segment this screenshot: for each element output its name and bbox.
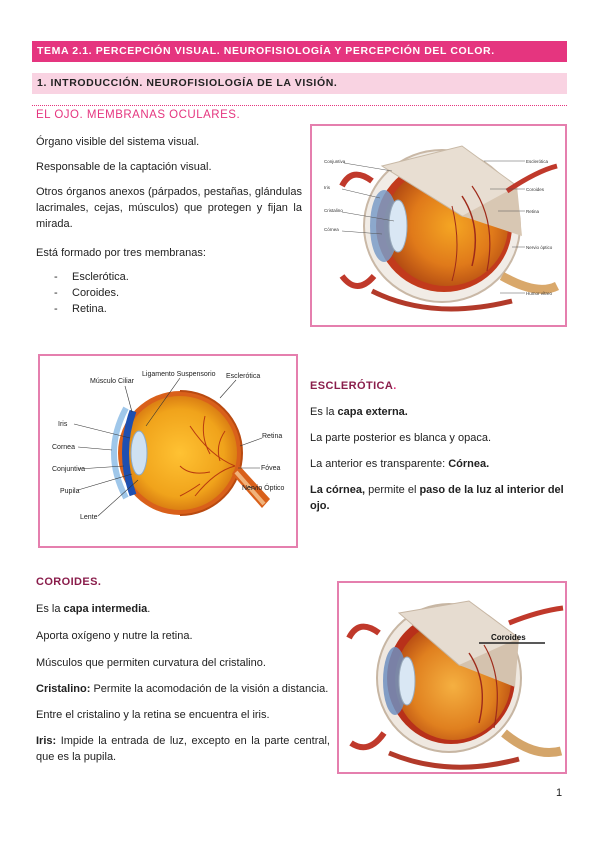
membrane-list-item: - Retina.	[54, 301, 254, 317]
esclerotica-heading-dot: .	[393, 380, 397, 392]
membrane-label: Coroides.	[72, 287, 120, 299]
coroides-heading: COROIDES.	[36, 576, 102, 588]
membrane-list-item: - Esclerótica.	[54, 269, 254, 285]
diagram2-label-conjuntiva: Conjuntiva	[52, 466, 85, 473]
bold-text: capa intermedia	[63, 603, 148, 615]
bold-text: Cristalino:	[36, 683, 91, 695]
diagram1-label: Córnea	[324, 227, 339, 232]
diagram2-label-fovea: Fóvea	[261, 465, 281, 472]
ojo-subtitle: EL OJO. MEMBRANAS OCULARES.	[36, 109, 241, 121]
topic-title-banner: TEMA 2.1. PERCEPCIÓN VISUAL. NEUROFISIOL…	[32, 41, 567, 62]
coroides-paragraph-1: Es la capa intermedia.	[36, 601, 326, 617]
diagram2-label-cornea: Cornea	[52, 444, 75, 451]
diagram2-label-iris: Iris	[58, 421, 68, 428]
bold-text: Córnea.	[448, 458, 490, 470]
diagram1-label: Iris	[324, 185, 331, 190]
text-run: Es la	[36, 603, 64, 615]
bold-text: capa externa.	[337, 406, 408, 418]
coroides-paragraph-3: Músculos que permiten curvatura del cris…	[36, 657, 266, 669]
ojo-paragraph-3: Otros órganos anexos (párpados, pestañas…	[36, 186, 302, 230]
text-run: .	[147, 603, 151, 615]
coroides-paragraph-4: Cristalino: Permite la acomodación de la…	[36, 681, 332, 697]
esclerotica-paragraph-1: Es la capa externa.	[310, 404, 567, 420]
coroides-paragraph-2: Aporta oxígeno y nutre la retina.	[36, 630, 193, 642]
membrane-list-item: - Coroides.	[54, 285, 254, 301]
diagram1-label: Esclerótica	[526, 159, 549, 164]
esclerotica-heading: ESCLERÓTICA.	[310, 380, 397, 392]
coroides-paragraph-5: Entre el cristalino y la retina se encue…	[36, 709, 270, 721]
bold-text: Iris:	[36, 735, 57, 747]
bullet-dash: -	[54, 271, 58, 283]
diagram1-label: Humor vítreo	[526, 291, 553, 296]
ojo-paragraph-4: Está formado por tres membranas:	[36, 247, 206, 259]
esclerotica-heading-text: ESCLERÓTICA	[310, 380, 394, 392]
diagram1-label: Cristalino	[324, 208, 343, 213]
bold-text: La córnea,	[310, 484, 366, 496]
diagram2-label-lente: Lente	[80, 514, 98, 521]
diagram2-label-esclerotica: Esclerótica	[226, 373, 260, 380]
diagram3-label-coroides: Coroides	[491, 633, 526, 642]
eye-cross-section-figure: Conjuntiva Iris Cristalino Córnea Escler…	[310, 124, 567, 327]
choroid-figure: Coroides	[337, 581, 567, 774]
esclerotica-paragraph-2: La parte posterior es blanca y opaca.	[310, 432, 492, 444]
labeled-eye-illustration: Músculo Ciliar Ligamento Suspensorio Esc…	[52, 371, 285, 521]
diagram2-label-pupila: Pupila	[60, 488, 80, 495]
coroides-paragraph-6: Iris: Impide la entrada de luz, excepto …	[36, 733, 330, 765]
labeled-eye-figure: Músculo Ciliar Ligamento Suspensorio Esc…	[38, 354, 298, 548]
bold-text: paso de la luz al interior del ojo.	[310, 484, 564, 512]
dotted-divider	[32, 105, 567, 106]
diagram1-label: Conjuntiva	[324, 159, 346, 164]
diagram2-label-ligamento: Ligamento Suspensorio	[142, 371, 216, 378]
ojo-paragraph-2: Responsable de la captación visual.	[36, 161, 212, 173]
diagram2-label-nervio: Nervio Óptico	[242, 483, 285, 492]
bullet-dash: -	[54, 303, 58, 315]
diagram2-label-retina: Retina	[262, 433, 282, 440]
diagram2-label-ciliar: Músculo Ciliar	[90, 378, 135, 385]
esclerotica-paragraph-4: La córnea, permite el paso de la luz al …	[310, 482, 567, 514]
eye-cross-section-illustration: Conjuntiva Iris Cristalino Córnea Escler…	[324, 145, 560, 312]
text-run: Es la	[310, 406, 338, 418]
bullet-dash: -	[54, 287, 58, 299]
ojo-paragraph-1: Órgano visible del sistema visual.	[36, 136, 200, 148]
esclerotica-paragraph-3: La anterior es transparente: Córnea.	[310, 456, 567, 472]
text-run: Impide la entrada de luz, excepto en la …	[36, 735, 330, 763]
section-title-banner: 1. INTRODUCCIÓN. NEUROFISIOLOGÍA DE LA V…	[32, 73, 567, 94]
diagram1-label: Coroides	[526, 187, 545, 192]
text-run: permite el	[365, 484, 420, 496]
diagram1-label: Nervio óptico	[526, 245, 553, 250]
text-run: Permite la acomodación de la visión a di…	[90, 683, 329, 695]
text-run: La anterior es transparente:	[310, 458, 449, 470]
membrane-label: Retina.	[72, 303, 107, 315]
membrane-label: Esclerótica.	[72, 271, 129, 283]
choroid-illustration: Coroides	[346, 600, 564, 770]
page-number: 1	[556, 787, 563, 799]
diagram1-label: Retina	[526, 209, 540, 214]
